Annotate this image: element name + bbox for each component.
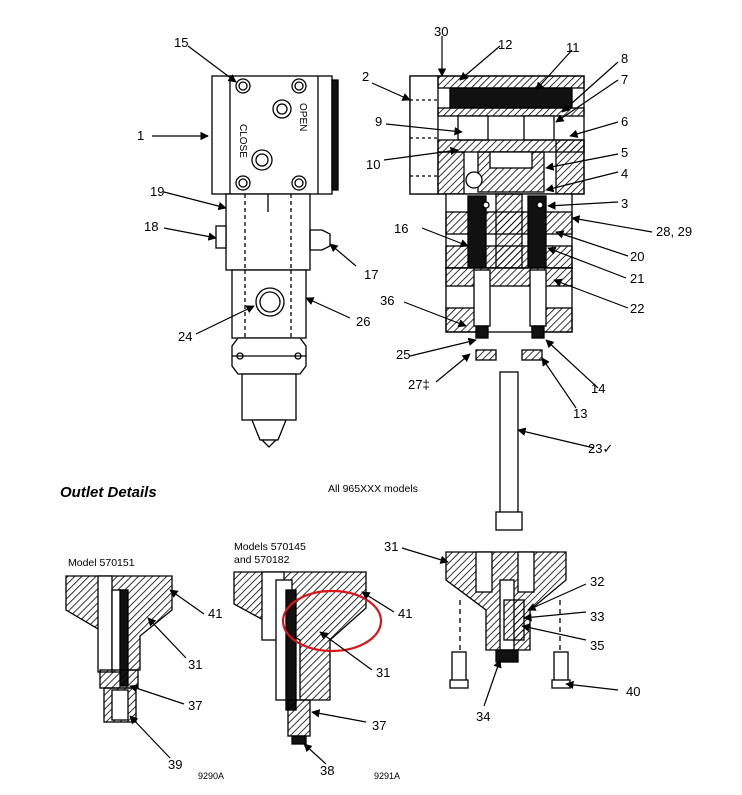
callout-15: 15 [174, 35, 189, 50]
outlet-detail-b [233, 571, 367, 745]
callout-11: 11 [566, 40, 580, 55]
callout-32: 32 [590, 574, 605, 589]
callout-37-b: 37 [372, 718, 387, 733]
callout-39: 39 [168, 757, 183, 772]
caption-model-b-line2: and 570182 [234, 554, 290, 566]
callout-1: 1 [137, 128, 145, 143]
outlet-detail-a [65, 575, 173, 723]
callout-23: 23✓ [588, 441, 614, 456]
valve-external-view [211, 75, 339, 448]
callout-40: 40 [626, 684, 641, 699]
callout-19: 19 [150, 184, 165, 199]
callout-34: 34 [476, 709, 491, 724]
close-marking: CLOSE [237, 124, 248, 158]
callout-18: 18 [144, 219, 159, 234]
callout-41-b: 41 [398, 606, 413, 621]
callout-26: 26 [356, 314, 371, 329]
callout-24: 24 [178, 329, 193, 344]
callout-2: 2 [362, 69, 370, 84]
callout-16: 16 [394, 221, 409, 236]
callout-37-a: 37 [188, 698, 203, 713]
outlet-details-heading: Outlet Details [60, 484, 157, 501]
callout-13: 13 [573, 406, 588, 421]
caption-model-b-line1: Models 570145 [234, 541, 306, 553]
callout-4: 4 [621, 166, 629, 181]
callout-14: 14 [591, 381, 606, 396]
caption-model-a: Model 570151 [68, 557, 135, 569]
callout-21: 21 [630, 271, 645, 286]
callout-22: 22 [630, 301, 645, 316]
callout-33: 33 [590, 609, 605, 624]
leader-lines [129, 36, 653, 765]
callout-31-a: 31 [188, 657, 203, 672]
figure-id-left: 9290A [198, 771, 225, 781]
callout-41-a: 41 [208, 606, 223, 621]
figure-id-right: 9291A [374, 771, 401, 781]
callout-30: 30 [434, 24, 449, 39]
callout-27: 27‡ [408, 377, 430, 392]
highlight-circle [281, 589, 383, 653]
callout-17: 17 [364, 267, 379, 282]
models-note: All 965XXX models [328, 483, 418, 495]
callout-35: 35 [590, 638, 605, 653]
callout-25: 25 [396, 347, 411, 362]
callout-10: 10 [366, 157, 381, 172]
callout-28-29: 28, 29 [656, 224, 693, 239]
callout-31-b: 31 [376, 665, 391, 680]
valve-cross-section [409, 75, 585, 531]
open-marking: OPEN [297, 103, 308, 131]
callout-38: 38 [320, 763, 335, 778]
callout-7: 7 [621, 72, 629, 87]
callout-8: 8 [621, 51, 629, 66]
callout-31-c: 31 [384, 539, 399, 554]
callout-12: 12 [498, 37, 513, 52]
callout-3: 3 [621, 196, 629, 211]
callout-5: 5 [621, 145, 629, 160]
callout-9: 9 [375, 114, 383, 129]
outlet-detail-c [445, 551, 571, 689]
callout-20: 20 [630, 249, 645, 264]
callout-6: 6 [621, 114, 629, 129]
callout-36: 36 [380, 293, 395, 308]
